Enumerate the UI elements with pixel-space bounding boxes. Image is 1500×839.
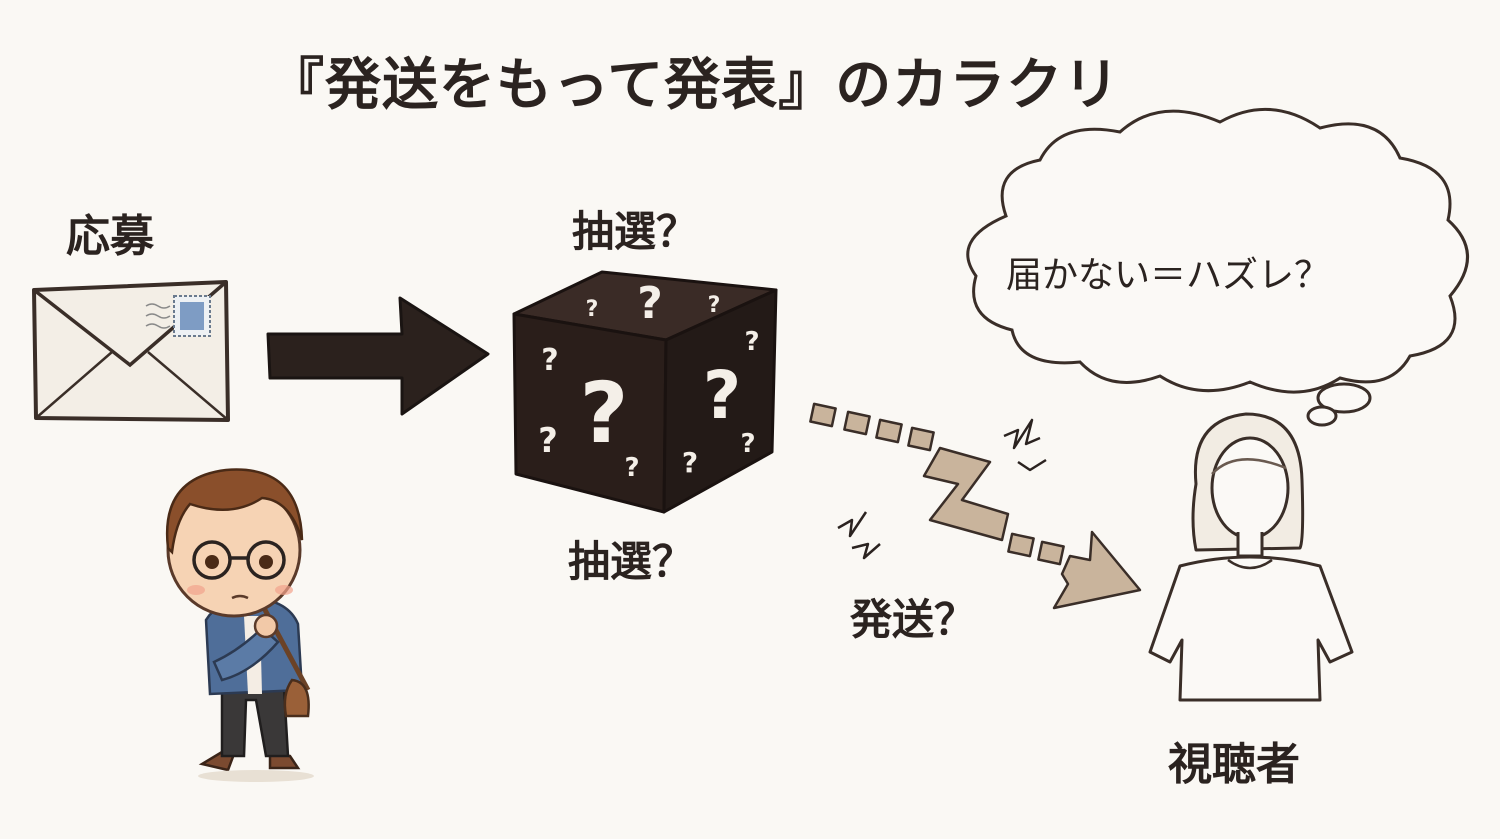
svg-text:?: ? [708, 293, 721, 318]
question-box-icon: ? ? ? ? ? ? ? ? ? ? ? [512, 270, 778, 514]
svg-text:?: ? [703, 357, 741, 434]
svg-text:?: ? [637, 278, 663, 329]
step-label-ship: 発送？ [850, 595, 977, 644]
thought-bubble [966, 107, 1469, 427]
svg-text:?: ? [580, 364, 629, 462]
faceless-viewer-icon [1148, 412, 1354, 702]
step-label-draw-top: 抽選？ [572, 207, 699, 256]
svg-text:?: ? [586, 297, 599, 322]
svg-text:?: ? [744, 327, 759, 357]
step-label-viewer: 視聴者 [1168, 739, 1300, 790]
thought-bubble-text: 届かない＝ハズレ？ [1006, 255, 1331, 296]
diagram-title: 『発送をもって発表』のカラクリ [268, 53, 1121, 118]
stamp-icon [173, 295, 211, 337]
svg-text:?: ? [740, 429, 755, 459]
svg-text:?: ? [624, 453, 639, 483]
step-label-draw-bottom: 抽選？ [568, 537, 695, 586]
dashed-zigzag-arrow [809, 402, 1142, 610]
svg-text:?: ? [541, 343, 558, 378]
solid-arrow [266, 296, 490, 416]
svg-text:?: ? [682, 446, 698, 479]
step-label-apply: 応募 [66, 211, 154, 262]
thinking-person-icon [165, 468, 314, 782]
svg-text:?: ? [538, 421, 558, 461]
spark-icon [837, 418, 1047, 560]
envelope-icon [32, 280, 230, 422]
